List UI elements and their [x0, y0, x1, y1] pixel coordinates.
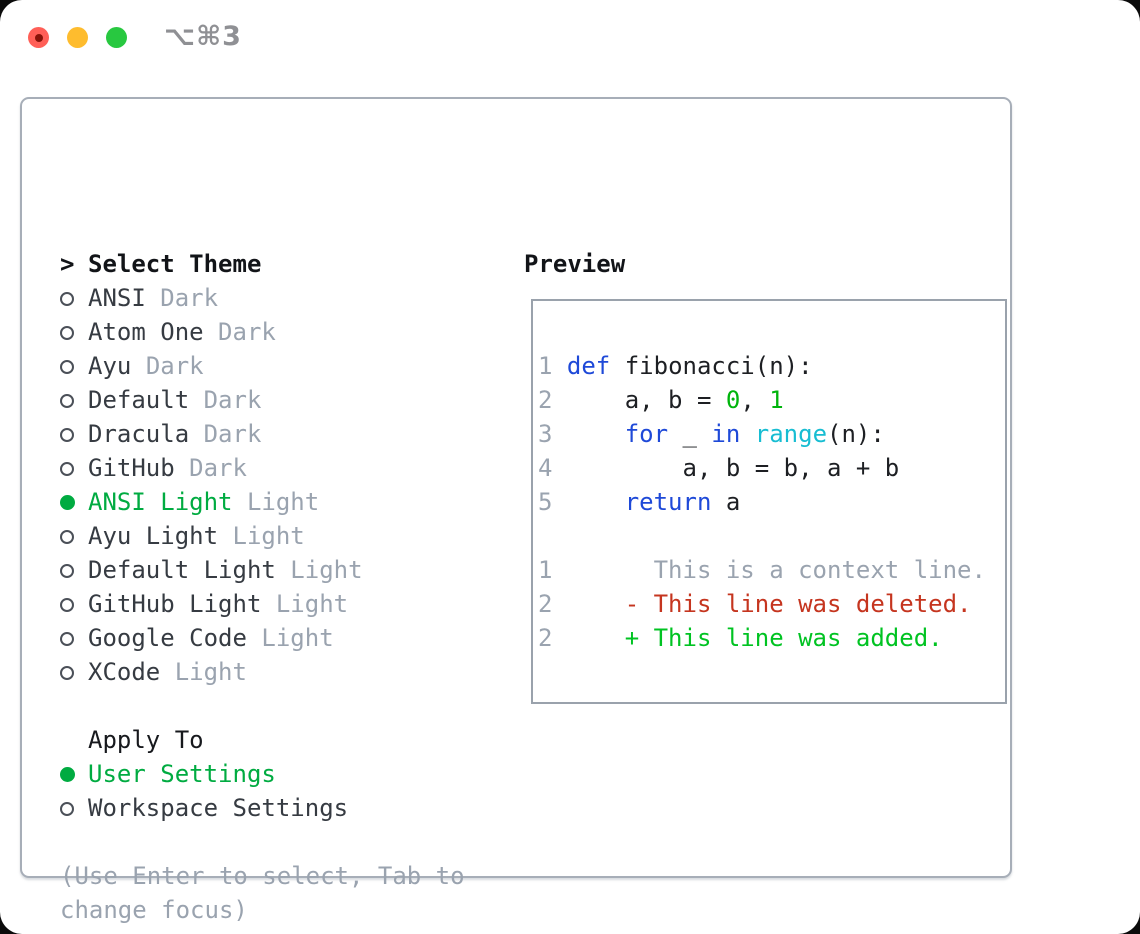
theme-option-label: Default	[88, 386, 190, 414]
radio-icon	[60, 802, 74, 816]
radio-icon	[60, 666, 74, 680]
theme-variant-label: Light	[290, 556, 363, 584]
radio-icon	[60, 394, 74, 408]
apply-option-user-settings[interactable]: User Settings	[60, 757, 465, 791]
theme-option-ayu-light[interactable]: Ayu Light Light	[60, 519, 465, 553]
theme-option-label: XCode	[88, 658, 161, 686]
apply-option-label: Workspace Settings	[88, 794, 349, 822]
theme-option-label: ANSI	[88, 284, 146, 312]
radio-icon	[60, 360, 74, 374]
theme-option-label: Dracula	[88, 420, 190, 448]
theme-variant-label: Dark	[189, 454, 247, 482]
radio-icon	[60, 632, 74, 646]
apply-to-heading: Apply To	[88, 726, 204, 754]
preview-code: 1 def fibonacci(n): 2 a, b = 0, 1 3 for _ …	[538, 349, 1005, 655]
theme-option-label: Atom One	[88, 318, 204, 346]
theme-option-dracula[interactable]: Dracula Dark	[60, 417, 465, 451]
radio-icon	[60, 292, 74, 306]
theme-variant-label: Light	[246, 488, 320, 516]
select-theme-header: > Select Theme	[60, 247, 465, 281]
code-line: 4 a, b = b, a + b	[538, 454, 900, 482]
keyboard-hint: change focus)	[60, 896, 248, 924]
theme-option-label: Google Code	[88, 624, 247, 652]
theme-option-ansi-light[interactable]: ANSI Light Light	[60, 485, 465, 519]
code-line: 1 def fibonacci(n):	[538, 352, 813, 380]
radio-icon	[60, 564, 74, 578]
close-button[interactable]	[28, 27, 49, 48]
theme-option-github[interactable]: GitHub Dark	[60, 451, 465, 485]
radio-icon	[60, 598, 74, 612]
preview-heading: Preview	[524, 250, 626, 278]
radio-icon	[60, 428, 74, 442]
theme-option-label: GitHub	[88, 454, 175, 482]
theme-option-default[interactable]: Default Dark	[60, 383, 465, 417]
selection-cursor-icon: >	[60, 250, 75, 278]
theme-variant-label: Light	[232, 522, 305, 550]
apply-option-workspace-settings[interactable]: Workspace Settings	[60, 791, 465, 825]
minimize-button[interactable]	[67, 27, 88, 48]
theme-option-label: GitHub Light	[88, 590, 262, 618]
theme-option-label: Ayu Light	[88, 522, 219, 550]
code-line: 3 for _ in range(n):	[538, 420, 885, 448]
theme-option-label: Ayu	[88, 352, 132, 380]
theme-option-xcode[interactable]: XCode Light	[60, 655, 465, 689]
theme-option-github-light[interactable]: GitHub Light Light	[60, 587, 465, 621]
theme-variant-label: Dark	[203, 420, 262, 448]
theme-variant-label: Light	[275, 590, 349, 618]
apply-option-label: User Settings	[88, 760, 276, 788]
radio-selected-icon	[60, 767, 75, 782]
apply-to-header: Apply To	[60, 723, 465, 757]
theme-option-label: ANSI Light	[88, 488, 233, 516]
radio-icon	[60, 326, 74, 340]
theme-variant-label: Dark	[145, 352, 204, 380]
theme-variant-label: Light	[261, 624, 334, 652]
theme-option-ayu[interactable]: Ayu Dark	[60, 349, 465, 383]
window-title: ⌥⌘3	[164, 21, 242, 52]
radio-icon	[60, 462, 74, 476]
select-theme-heading: Select Theme	[88, 250, 262, 278]
theme-option-google-code[interactable]: Google Code Light	[60, 621, 465, 655]
code-line: 2 - This line was deleted.	[538, 590, 972, 618]
zoom-button[interactable]	[106, 27, 127, 48]
theme-variant-label: Dark	[160, 284, 219, 312]
theme-variant-label: Light	[174, 658, 247, 686]
code-line: 2 a, b = 0, 1	[538, 386, 784, 414]
theme-variant-label: Dark	[218, 318, 276, 346]
keyboard-hint: (Use Enter to select, Tab to	[60, 862, 465, 890]
code-line	[538, 519, 1005, 553]
radio-selected-icon	[60, 495, 75, 510]
theme-option-default-light[interactable]: Default Light Light	[60, 553, 465, 587]
preview-box: 1 def fibonacci(n): 2 a, b = 0, 1 3 for _ …	[531, 299, 1007, 704]
theme-option-label: Default Light	[88, 556, 276, 584]
code-line: 5 return a	[538, 488, 741, 516]
radio-icon	[60, 530, 74, 544]
theme-option-atom-one[interactable]: Atom One Dark	[60, 315, 465, 349]
code-line: 2 + This line was added.	[538, 624, 943, 652]
theme-option-ansi[interactable]: ANSI Dark	[60, 281, 465, 315]
code-line: 1 This is a context line.	[538, 556, 986, 584]
theme-variant-label: Dark	[203, 386, 262, 414]
